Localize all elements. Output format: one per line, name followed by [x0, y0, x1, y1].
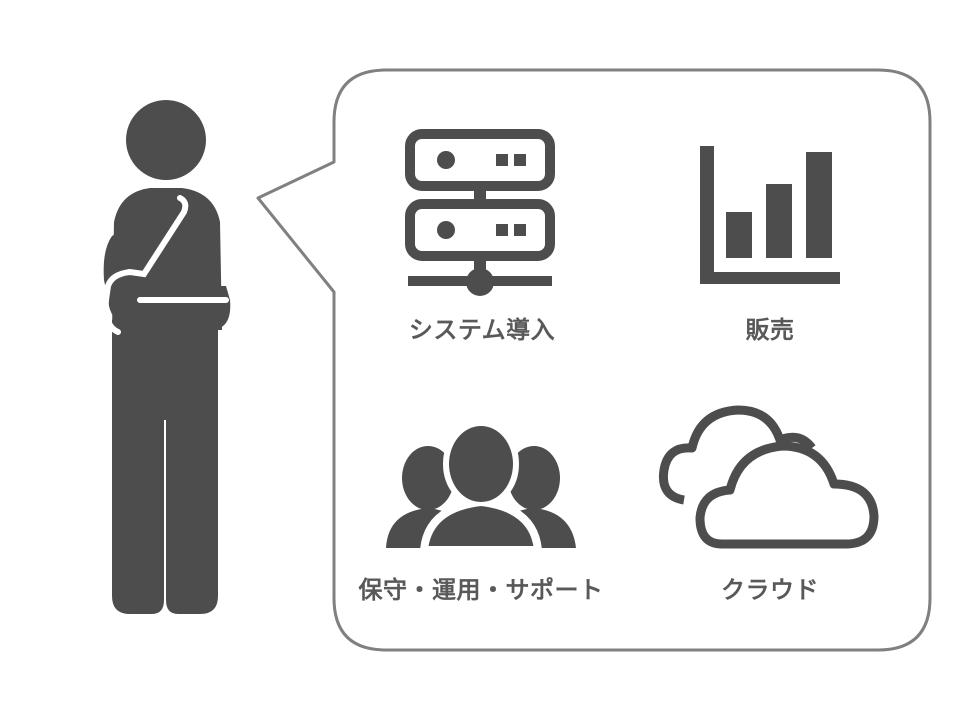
label-cloud: クラウド: [721, 576, 819, 604]
server-icon: [405, 129, 555, 296]
label-system-installation: システム導入: [408, 316, 556, 344]
group-icon: [386, 420, 576, 554]
label-sales: 販売: [745, 316, 795, 344]
thinking-person-icon: [102, 100, 231, 614]
cloud-icon: [658, 405, 879, 549]
label-maintenance-support: 保守・運用・サポート: [358, 576, 604, 604]
bar-chart-icon: [700, 146, 840, 284]
